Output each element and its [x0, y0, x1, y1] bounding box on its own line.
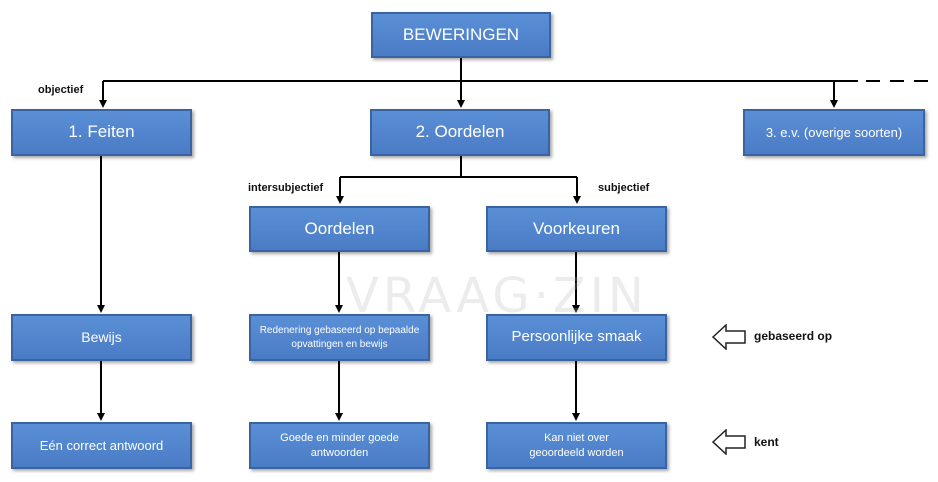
node-redenering: Redenering gebaseerd op bepaalde opvatti…	[249, 314, 430, 361]
node-een-correct-antwoord: Eén correct antwoord	[11, 422, 192, 469]
label-kent: kent	[754, 435, 779, 449]
label-objectief: objectief	[38, 84, 84, 96]
node-bewijs: Bewijs	[11, 314, 192, 361]
node-beweringen: BEWERINGEN	[371, 12, 551, 58]
label-intersubjectief: intersubjectief	[248, 182, 324, 194]
node-oordelen-main: 2. Oordelen	[370, 109, 550, 156]
node-goede-antwoorden: Goede en minder goede antwoorden	[249, 422, 430, 469]
node-persoonlijke-smaak: Persoonlijke smaak	[486, 314, 667, 361]
node-kan-niet-geoordeeld: Kan niet over geoordeeld worden	[486, 422, 667, 469]
label-gebaseerd-op: gebaseerd op	[754, 329, 833, 343]
arrow-left-icon	[712, 429, 746, 455]
arrow-left-icon	[712, 324, 746, 350]
node-voorkeuren: Voorkeuren	[486, 206, 667, 252]
node-feiten: 1. Feiten	[11, 109, 192, 156]
node-overige-soorten: 3. e.v. (overige soorten)	[743, 109, 925, 156]
node-oordelen-sub: Oordelen	[249, 206, 430, 252]
label-subjectief: subjectief	[598, 182, 650, 194]
